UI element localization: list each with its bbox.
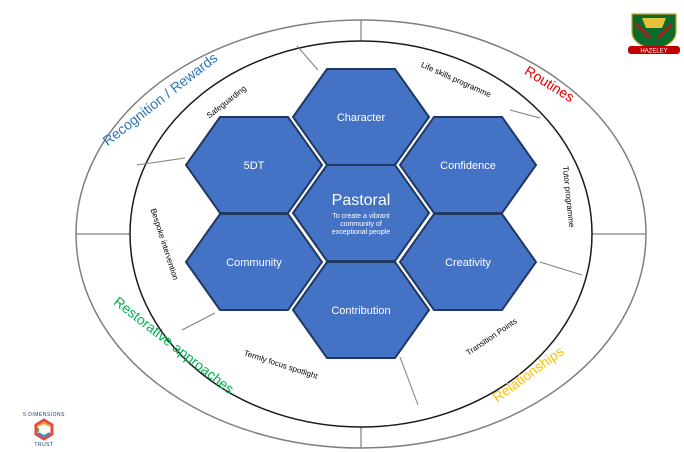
- inner-divider-3: [136, 157, 186, 166]
- trust-logo: 5 DIMENSIONS TRUST: [23, 412, 65, 448]
- inner-divider-4: [539, 261, 583, 276]
- hexagon-creativity: [398, 213, 538, 311]
- trust-bottom-text: TRUST: [34, 442, 53, 448]
- hexagon-label-contribution: Contribution: [331, 305, 390, 317]
- hexagon-community: [184, 213, 324, 311]
- inner-divider-5: [181, 312, 216, 331]
- school-crest-text: HAZELEY: [640, 49, 667, 55]
- hexagon-label-creativity: Creativity: [445, 257, 491, 269]
- center-subtitle-line-2: community of: [340, 221, 382, 228]
- hexagon-label-confidence: Confidence: [440, 160, 496, 172]
- center-subtitle-line-3: exceptional people: [332, 229, 390, 236]
- inner-divider-1: [296, 45, 319, 71]
- inner-divider-2: [509, 109, 541, 119]
- trust-top-text: 5 DIMENSIONS: [23, 412, 65, 418]
- center-subtitle-line-1: To create a vibrant: [332, 213, 390, 220]
- hexagon-label-5dt: 5DT: [244, 160, 265, 172]
- inner-divider-6: [399, 356, 419, 406]
- hexagon-pastoral: [291, 164, 431, 262]
- hexagon-label-character: Character: [337, 112, 386, 124]
- school-crest-logo: HAZELEY: [628, 13, 680, 55]
- center-title: Pastoral: [332, 192, 391, 209]
- hexagon-label-community: Community: [226, 257, 282, 269]
